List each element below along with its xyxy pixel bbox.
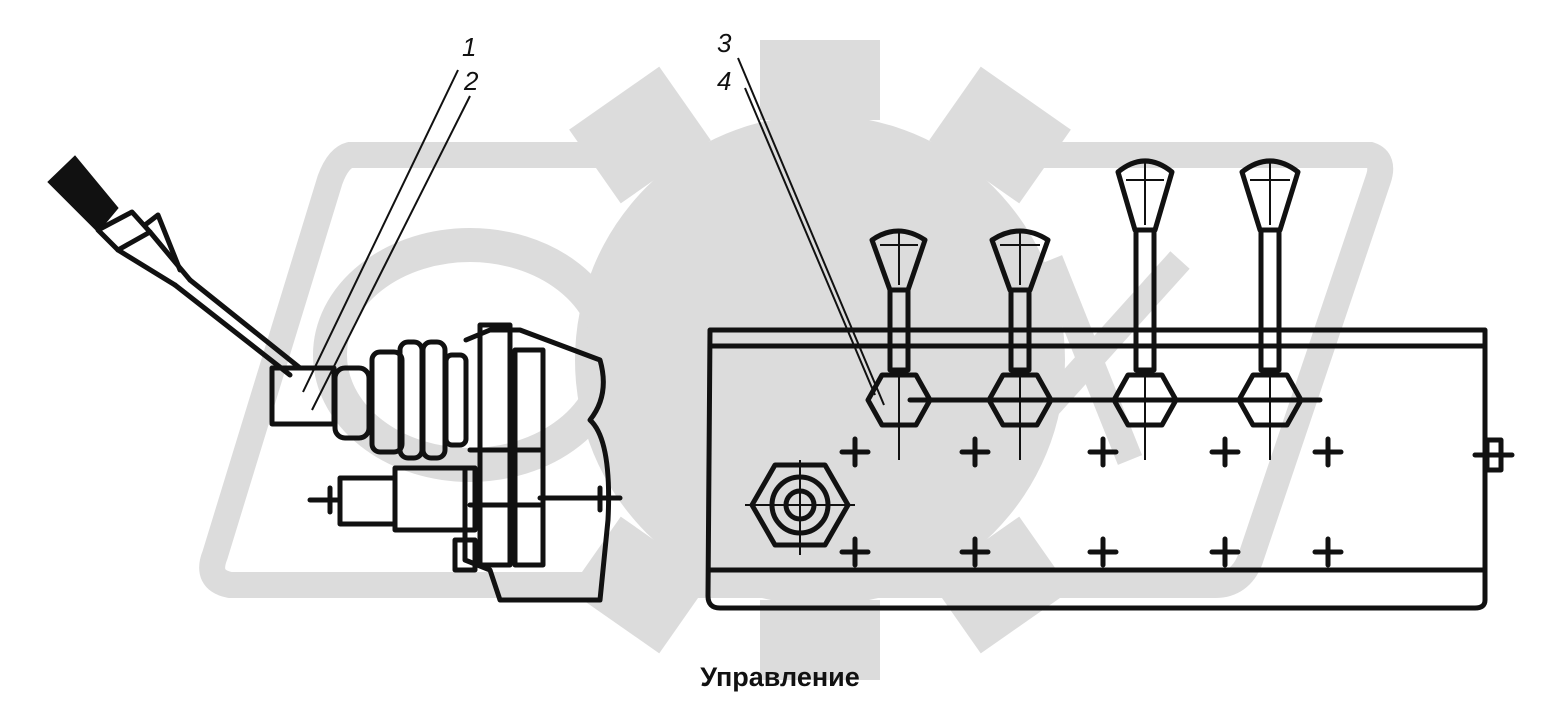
lever-4 <box>1236 158 1304 460</box>
lever-1 <box>865 228 933 460</box>
callout-3: 3 <box>717 28 732 58</box>
callout-labels: 1 2 3 4 <box>462 28 732 96</box>
callout-4: 4 <box>717 66 731 96</box>
lever-3 <box>1111 158 1179 460</box>
fastener-marks <box>839 436 1344 568</box>
bellows-stack <box>332 339 469 461</box>
hex-fitting <box>745 460 855 555</box>
lower-fitting <box>307 465 623 573</box>
leader-line-1 <box>302 69 459 393</box>
figure-caption: Управление <box>700 662 860 692</box>
watermark-frame <box>199 142 1394 598</box>
valve-body <box>462 322 612 603</box>
callout-1: 1 <box>462 32 476 62</box>
lever-2 <box>986 228 1054 460</box>
side-view-valve <box>47 155 623 603</box>
panel-housing <box>705 327 1488 611</box>
leader-line-2 <box>311 95 471 411</box>
side-screw <box>1472 437 1515 473</box>
watermark-logo <box>199 40 1394 680</box>
inclined-lever <box>47 155 303 378</box>
callout-2: 2 <box>463 66 479 96</box>
front-view-panel <box>705 158 1515 611</box>
